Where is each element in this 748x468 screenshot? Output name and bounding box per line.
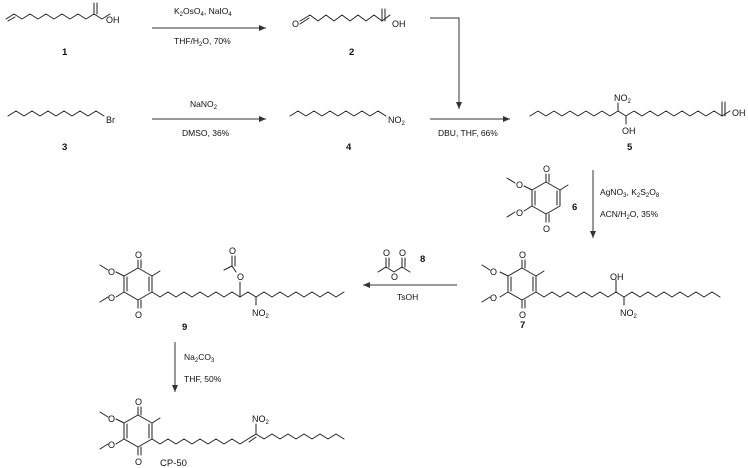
reagents-step-1: K2OsO4, NaIO4 [174, 6, 232, 18]
atom-o: O [399, 248, 406, 258]
connector-arrow [430, 17, 462, 109]
atom-o: O [108, 293, 115, 303]
atom-no2: NO2 [252, 414, 270, 426]
atom-no2: NO2 [388, 115, 406, 127]
compound-5: NO2 OH OH 5 [529, 93, 746, 153]
compound-label-8: 8 [420, 254, 425, 265]
compound-4: NO2 4 [289, 110, 406, 153]
atom-no2: NO2 [614, 93, 632, 105]
atom-o: O [383, 248, 390, 258]
compound-label-cp50: CP-50 [160, 458, 187, 468]
compound-label-6: 6 [572, 202, 577, 213]
atom-o: O [543, 164, 550, 174]
compound-6: O O O O 6 [506, 164, 577, 234]
atom-o: O [490, 267, 497, 277]
atom-no2: NO2 [620, 308, 638, 320]
compound-7: O O O O OH NO2 7 [481, 250, 721, 331]
atom-o-aldehyde: O [292, 19, 299, 29]
atom-o: O [108, 414, 115, 424]
atom-o-ester: O [237, 272, 244, 282]
atom-oh: OH [392, 19, 406, 29]
conditions-step-4: ACN/H2O, 35% [600, 209, 659, 221]
atom-o: O [490, 293, 497, 303]
reaction-arrow-5: TsOH [363, 282, 457, 302]
atom-o: O [135, 310, 142, 320]
atom-o-bridge: O [391, 272, 398, 282]
atom-o: O [108, 440, 115, 450]
reaction-arrow-3: DBU, THF, 66% [430, 116, 510, 138]
conditions-step-6: THF, 50% [184, 374, 222, 384]
compound-label-2: 2 [349, 47, 354, 58]
compound-1: OH 1 [5, 2, 120, 58]
conditions-step-5: TsOH [397, 292, 418, 302]
conditions-step-1: THF/H2O, 70% [174, 36, 231, 48]
atom-oh: OH [622, 126, 636, 136]
atom-o: O [229, 246, 236, 256]
compound-label-9: 9 [182, 322, 187, 333]
atom-o: O [516, 208, 523, 218]
compound-label-3: 3 [62, 142, 67, 153]
compound-label-7: 7 [520, 320, 525, 331]
atom-oh: OH [610, 272, 624, 282]
compound-label-1: 1 [62, 47, 68, 58]
conditions-step-2: DMSO, 36% [182, 128, 230, 138]
compound-9: O O O O O O NO2 9 [99, 246, 345, 333]
atom-oh: OH [106, 15, 120, 25]
reagents-step-6: Na2CO3 [184, 352, 215, 364]
atom-oh-acid: OH [732, 108, 746, 118]
atom-o: O [516, 180, 523, 190]
reaction-arrow-1: K2OsO4, NaIO4 THF/H2O, 70% [152, 6, 266, 48]
atom-no2: NO2 [252, 308, 270, 320]
compound-label-5: 5 [627, 142, 633, 153]
compound-2: O OH 2 [292, 8, 406, 58]
atom-o: O [135, 397, 142, 407]
atom-o: O [135, 250, 142, 260]
compound-label-4: 4 [346, 142, 352, 153]
compound-cp50: O O O O NO2 CP-50 [99, 397, 345, 468]
compound-8: O O O 8 [377, 248, 425, 282]
atom-br: Br [106, 115, 115, 125]
compound-3: Br 3 [7, 110, 115, 153]
reagents-step-4: AgNO3, K2S2O8 [600, 187, 660, 199]
reagents-step-2: NaNO2 [190, 99, 218, 111]
conditions-step-3: DBU, THF, 66% [438, 128, 498, 138]
reaction-arrow-6: Na2CO3 THF, 50% [172, 342, 222, 392]
atom-o: O [543, 224, 550, 234]
atom-o: O [108, 267, 115, 277]
atom-o: O [519, 250, 526, 260]
atom-o: O [519, 310, 526, 320]
atom-o: O [135, 457, 142, 467]
reaction-arrow-2: NaNO2 DMSO, 36% [152, 99, 266, 138]
reaction-arrow-4: AgNO3, K2S2O8 ACN/H2O, 35% [590, 170, 660, 238]
